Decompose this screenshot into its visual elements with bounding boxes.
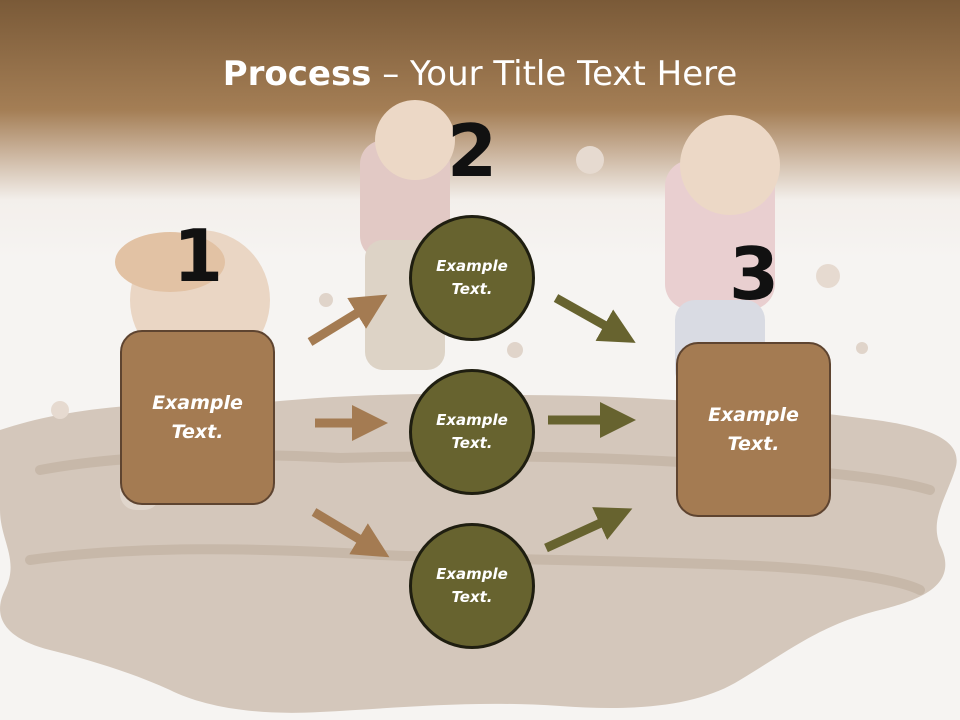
circle-top[interactable]: Example Text.: [409, 215, 535, 341]
circle-middle-text: Example Text.: [436, 411, 508, 452]
circle-bottom[interactable]: Example Text.: [409, 523, 535, 649]
arrow-icon: [307, 294, 388, 346]
circle-bottom-text: Example Text.: [436, 565, 508, 606]
step-number-2: 2: [446, 109, 498, 193]
step-number-1: 1: [172, 214, 224, 298]
title-strong: Process: [222, 54, 372, 94]
circle-top-text: Example Text.: [436, 257, 508, 298]
circle-middle[interactable]: Example Text.: [409, 369, 535, 495]
arrow-icon: [553, 294, 636, 343]
title-rest: – Your Title Text Here: [371, 54, 738, 94]
slide-title: Process – Your Title Text Here: [0, 52, 960, 96]
step-box-3[interactable]: Example Text.: [676, 342, 831, 517]
step-box-1[interactable]: Example Text.: [120, 330, 275, 505]
step-box-3-text: Example Text.: [708, 403, 799, 455]
step-box-1-text: Example Text.: [152, 391, 243, 443]
arrow-icon: [544, 507, 633, 553]
arrow-icon: [311, 508, 390, 558]
step-number-3: 3: [728, 232, 780, 316]
